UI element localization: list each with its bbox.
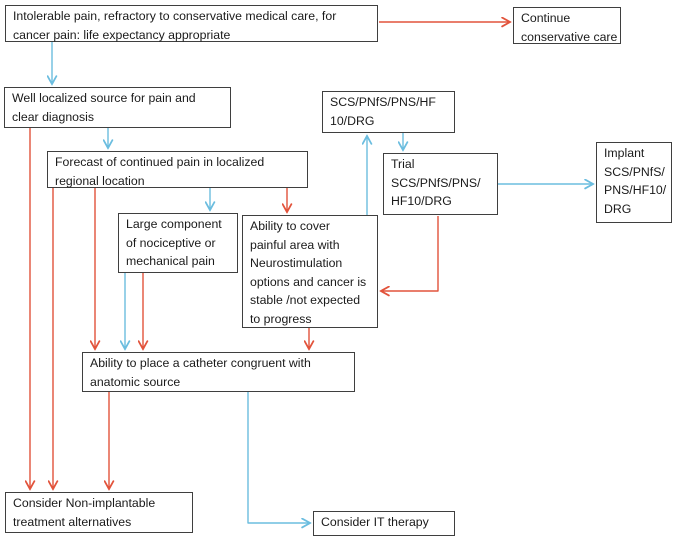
- flow-node-implant-scs-pnfs-pns-hf10-drg: Implant SCS/PNfS/ PNS/HF10/ DRG: [596, 142, 672, 223]
- edge-ability-to-place-catheter-to-consider-it-therapy: [247, 392, 310, 523]
- flow-node-consider-it-therapy: Consider IT therapy: [313, 511, 455, 536]
- flow-node-large-component-nociceptive: Large component of nociceptive or mechan…: [118, 213, 238, 273]
- edge-trial-scs-pnfs-pns-hf10-drg-to-ability-to-cover-painful-area: [381, 216, 439, 291]
- flow-node-ability-to-cover-painful-area: Ability to cover painful area with Neuro…: [242, 215, 378, 328]
- flow-node-trial-scs-pnfs-pns-hf10-drg: Trial SCS/PNfS/PNS/ HF10/DRG: [383, 153, 498, 215]
- flow-node-continue-conservative-care: Continue conservative care: [513, 7, 621, 44]
- flow-node-consider-non-implantable: Consider Non-implantable treatment alter…: [5, 492, 193, 533]
- flow-node-forecast-continued-pain: Forecast of continued pain in localized …: [47, 151, 308, 188]
- flow-node-ability-to-place-catheter: Ability to place a catheter congruent wi…: [82, 352, 355, 392]
- flow-node-well-localized-source: Well localized source for pain and clear…: [4, 87, 231, 128]
- flow-node-scs-pnfs-pns-hf10-drg: SCS/PNfS/PNS/HF 10/DRG: [322, 91, 455, 133]
- flow-node-intolerable-pain: Intolerable pain, refractory to conserva…: [5, 5, 378, 42]
